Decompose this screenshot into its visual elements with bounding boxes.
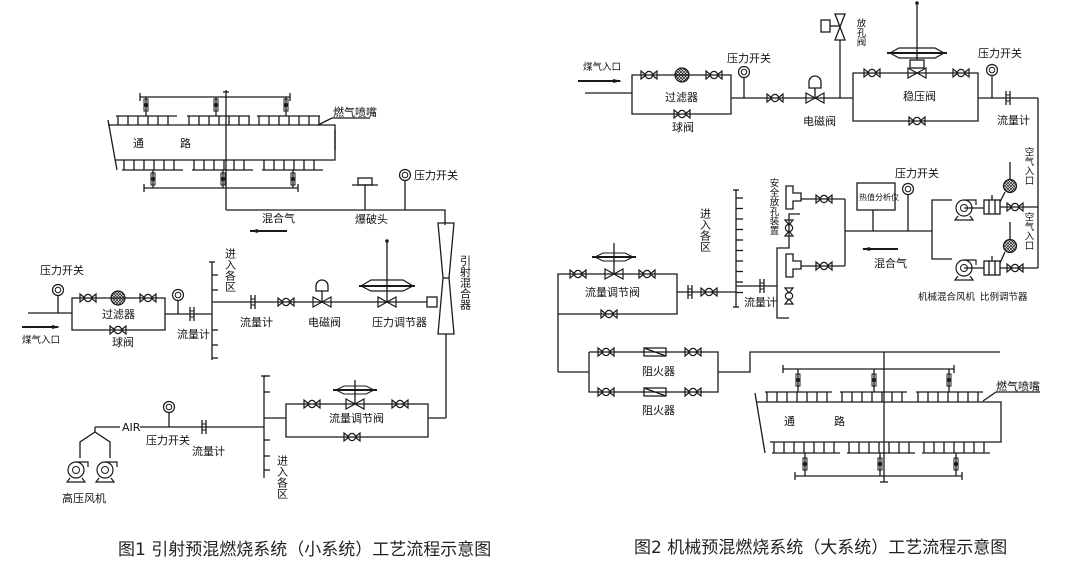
flow-control-valve-icon — [592, 243, 636, 280]
flow-control-valve-label: 流量调节阀 — [329, 411, 384, 425]
mech-fan-2 — [954, 259, 984, 281]
pressure-switch-label-2: 压力开关 — [978, 46, 1022, 60]
mech-fan-label: 机械混合风机 — [918, 291, 976, 303]
calorimeter-label: 热值分析仪 — [859, 192, 899, 202]
hp-fan-2 — [95, 461, 118, 483]
flow-arrow-right-icon — [52, 325, 60, 329]
pressure-switch-left-label: 压力开关 — [40, 263, 84, 277]
figure-2: 煤气入口 过滤器 球阀 压力开关 电磁阀 放孔阀 — [557, 1, 1040, 558]
stabilizer-valve-icon — [887, 1, 947, 79]
flow-arrow-left-icon — [862, 247, 870, 251]
hp-fan-label: 高压风机 — [62, 491, 106, 505]
flowmeter-label-2: 流量计 — [744, 295, 777, 309]
flame-arrester-icon-2 — [643, 387, 667, 397]
ball-valve-label: 球阀 — [672, 120, 694, 134]
mech-fan-1 — [954, 199, 984, 221]
air-inlet-label-2: 空气入口 — [1023, 211, 1035, 250]
air-label: AIR — [122, 421, 141, 434]
channel-label-1: 通 — [133, 137, 144, 150]
safety-vent-label: 安全放孔装置 — [768, 177, 780, 235]
flame-arrester-label-2: 阻火器 — [642, 404, 675, 417]
gas-nozzle-label: 燃气喷嘴 — [996, 379, 1040, 393]
flame-arrester-label-1: 阻火器 — [642, 365, 675, 378]
pressure-switch-icon — [398, 168, 412, 182]
safety-vent-2 — [784, 253, 845, 305]
vent-valve-icon — [820, 13, 846, 98]
flame-arrester-icon-1 — [643, 347, 667, 357]
pressure-switch-label-3: 压力开关 — [895, 166, 939, 180]
flow-control-valve-label: 流量调节阀 — [585, 285, 640, 299]
solenoid-valve-label: 电磁阀 — [308, 315, 341, 329]
pressure-switch-label-1: 压力开关 — [727, 51, 771, 65]
air-inlet-label-1: 空气入口 — [1023, 146, 1035, 185]
ejector-mixer — [426, 222, 455, 418]
flowmeter-air-label: 流量计 — [192, 444, 225, 458]
channel-label-2: 路 — [180, 137, 191, 150]
mixed-gas-label: 混合气 — [874, 256, 907, 270]
burner-channel-2 — [754, 352, 1002, 483]
ratio-regulator-label: 比例调节器 — [980, 291, 1028, 303]
calorimeter — [856, 182, 896, 231]
pressure-regulator-icon — [359, 239, 415, 308]
solenoid-valve-label: 电磁阀 — [803, 114, 836, 128]
to-zones-label: 进入各区 — [699, 208, 712, 252]
to-zones-label-top: 进入各区 — [224, 248, 237, 292]
figure-1: 通 路 燃气喷嘴 爆破头 压力开关 混合气 引射混合器 压力开关 — [22, 90, 491, 560]
burst-head — [352, 177, 378, 210]
filter-icon — [674, 67, 690, 83]
stabilizer-valve-label: 稳压阀 — [903, 89, 936, 103]
figure-1-caption: 图1 引射预混燃烧系统（小系统）工艺流程示意图 — [118, 540, 491, 560]
filter-icon — [110, 290, 126, 306]
ejector-mixer-label: 引射混合器 — [459, 254, 472, 311]
pressure-switch-air-label: 压力开关 — [146, 433, 190, 447]
to-zones-label-bottom: 进入各区 — [276, 455, 289, 499]
ball-valve-label: 球阀 — [112, 335, 134, 349]
burner-channel-1 — [107, 90, 336, 210]
flow-control-valve-icon — [333, 380, 377, 410]
figure-2-caption: 图2 机械预混燃烧系统（大系统）工艺流程示意图 — [634, 538, 1007, 558]
pressure-switch-label: 压力开关 — [414, 168, 458, 182]
channel-label-2: 路 — [834, 415, 845, 428]
safety-vent-1 — [784, 185, 845, 237]
gas-nozzle-label: 燃气喷嘴 — [333, 105, 377, 119]
filter-label: 过滤器 — [102, 308, 135, 321]
hp-fan-1 — [66, 461, 89, 483]
mixed-gas-label: 混合气 — [262, 211, 295, 225]
gas-inlet-label: 煤气入口 — [583, 61, 621, 73]
vent-valve-label: 放孔阀 — [855, 17, 867, 47]
flowmeter-label-1: 流量计 — [177, 327, 210, 341]
burst-head-label: 爆破头 — [355, 212, 388, 226]
flow-arrow-right-icon — [613, 79, 622, 83]
flowmeter-label-1: 流量计 — [997, 113, 1030, 127]
flowmeter-label-2: 流量计 — [240, 315, 273, 329]
filter-label: 过滤器 — [665, 91, 698, 104]
gas-inlet-label: 煤气入口 — [22, 334, 60, 346]
pressure-regulator-label: 压力调节器 — [372, 316, 427, 329]
ratio-regulator-1 — [983, 162, 1038, 215]
channel-label-1: 通 — [784, 415, 795, 428]
